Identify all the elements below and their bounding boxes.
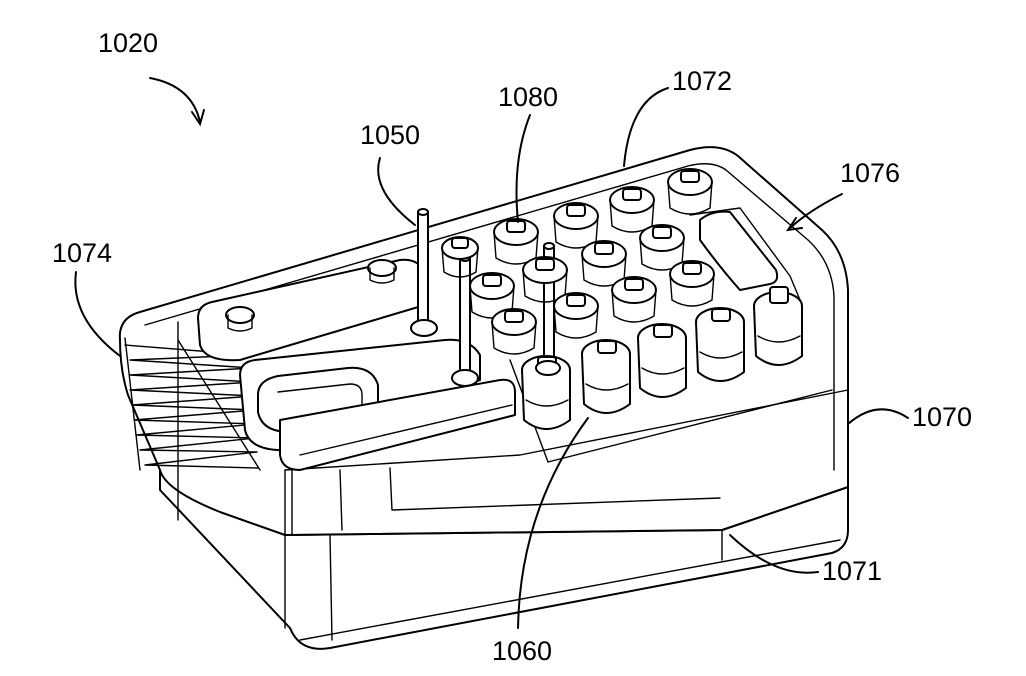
cap	[611, 276, 657, 323]
tube	[695, 307, 745, 382]
label-1071: 1071	[822, 556, 882, 586]
label-1074: 1074	[52, 238, 112, 268]
leader-1050	[377, 157, 416, 226]
tube	[637, 323, 687, 398]
cap	[441, 236, 479, 278]
tip-collars	[535, 360, 561, 376]
label-1070: 1070	[912, 402, 972, 432]
leader-1072	[623, 87, 669, 167]
cap	[609, 186, 655, 233]
leader-1070	[847, 408, 909, 425]
tube-caps	[441, 168, 715, 355]
cap	[469, 272, 515, 319]
sample-tubes	[521, 286, 803, 430]
cap	[667, 168, 713, 215]
tube	[753, 286, 803, 366]
label-1076: 1076	[840, 158, 900, 188]
label-1020: 1020	[98, 28, 158, 58]
heat-sink-fins	[124, 337, 261, 471]
tube	[581, 339, 631, 414]
leader-1076-arrow	[789, 193, 843, 229]
leader-1074	[74, 271, 121, 357]
left-reagent-trays	[197, 258, 516, 471]
cap	[639, 224, 685, 271]
cartridge-base	[159, 459, 849, 650]
cap	[493, 218, 539, 265]
leader-lines	[74, 77, 909, 629]
cap	[553, 292, 599, 339]
cap	[669, 260, 715, 307]
leader-1071	[729, 534, 819, 574]
label-1060: 1060	[492, 636, 552, 666]
leader-1080	[515, 114, 531, 223]
cap	[553, 202, 599, 249]
label-1080: 1080	[498, 82, 558, 112]
leader-1020-arrow	[149, 77, 201, 123]
leader-1060	[517, 417, 589, 629]
reference-labels: 1020 1050 1080 1072 1076 1074 1070 1071 …	[52, 28, 972, 666]
pipette-tips	[410, 208, 555, 387]
cap	[491, 308, 537, 355]
label-1072: 1072	[672, 66, 732, 96]
label-1050: 1050	[360, 120, 420, 150]
